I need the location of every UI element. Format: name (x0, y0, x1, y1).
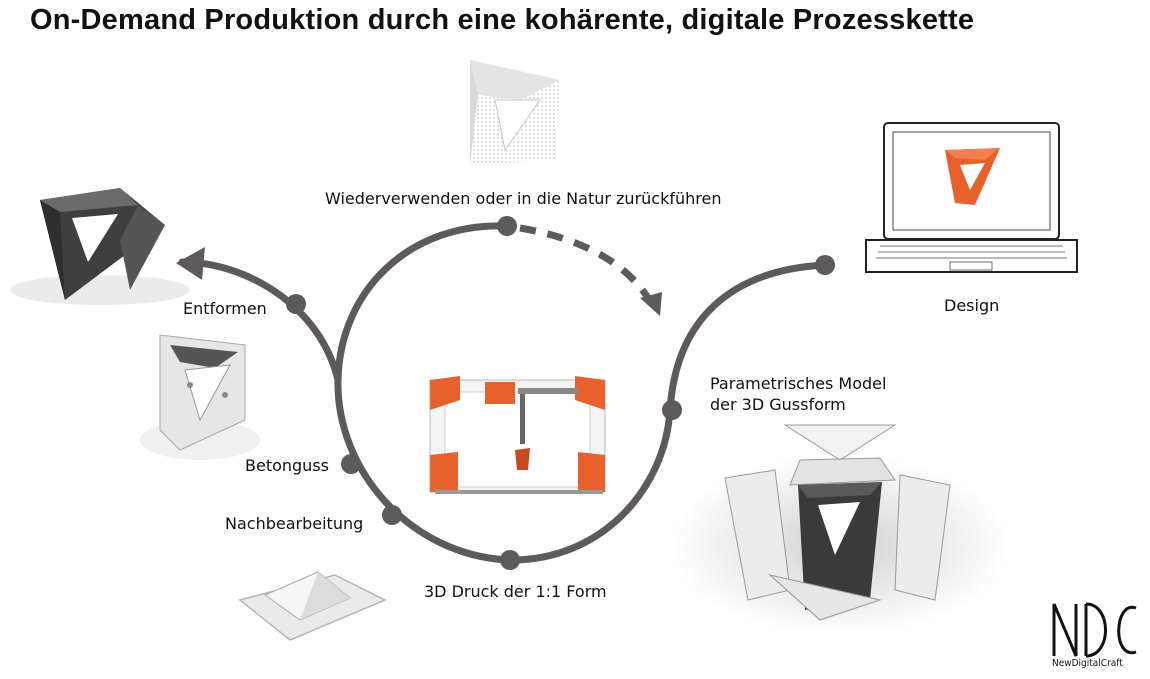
node-model (662, 400, 682, 420)
label-demold: Entformen (183, 299, 267, 318)
printer-image (429, 376, 606, 494)
node-postprocess (382, 505, 402, 525)
label-postprocess: Nachbearbeitung (225, 514, 364, 533)
label-reuse: Wiederverwenden oder in die Natur zurück… (325, 189, 722, 208)
concrete-object-image (10, 188, 190, 305)
laptop-image (865, 122, 1078, 273)
mold-base-image (238, 571, 387, 641)
label-print: 3D Druck der 1:1 Form (424, 582, 607, 601)
label-model-line2: der 3D Gussform (710, 395, 846, 414)
path-reuse-dashed (519, 224, 651, 300)
node-design (815, 255, 835, 275)
mold-assembly-image (670, 424, 1010, 635)
reused-object-image (470, 60, 560, 165)
node-reuse (497, 216, 517, 236)
logo-name: NewDigitalCraft (1052, 658, 1123, 669)
arrow-head-demold (176, 247, 205, 280)
path-demold-arc (178, 258, 342, 384)
page-title: On-Demand Produktion durch eine kohärent… (30, 4, 975, 36)
ndc-logo (1052, 602, 1137, 658)
node-demold (286, 294, 306, 314)
label-design: Design (944, 296, 1000, 315)
label-model-line1: Parametrisches Model (710, 374, 887, 393)
node-casting (341, 454, 361, 474)
process-nodes (286, 216, 835, 570)
label-casting: Betonguss (245, 456, 329, 475)
arrow-head-reuse (640, 292, 662, 316)
node-print (500, 550, 520, 570)
mold-object-image (140, 334, 260, 460)
